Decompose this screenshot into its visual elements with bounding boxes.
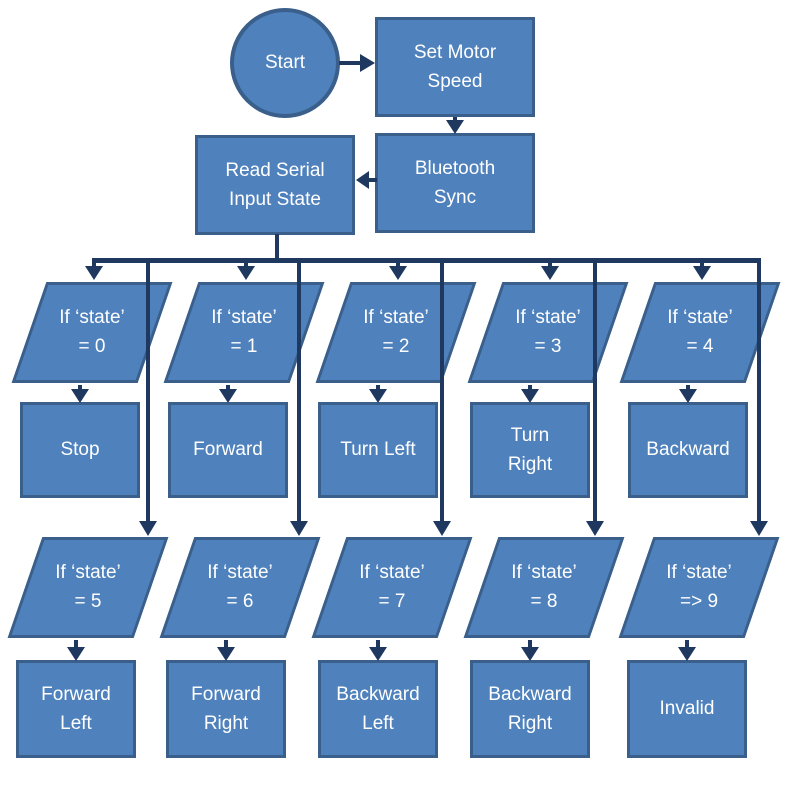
condition-state-3-label: If ‘state’ = 3 — [515, 307, 581, 358]
condition-state-2-label: If ‘state’ = 2 — [363, 307, 429, 358]
arrow-state-6-to-action — [224, 640, 228, 648]
arrow-state-0-to-action — [78, 385, 82, 391]
branch-line-state-6 — [297, 258, 301, 523]
condition-state-4-label: If ‘state’ = 4 — [667, 307, 733, 358]
bluetooth-sync-label: Bluetooth Sync — [414, 157, 496, 208]
action-forward-label: Forward — [193, 439, 263, 461]
start-node-label: Start — [264, 52, 306, 74]
condition-state-6-label: If ‘state’ = 6 — [207, 562, 273, 613]
action-backward-label: Backward — [646, 439, 730, 461]
drop-arrow-state-4-arrowhead — [693, 266, 711, 280]
action-forward: Forward — [168, 402, 288, 498]
branch-line-state-5 — [146, 258, 150, 523]
start-node: Start — [230, 8, 340, 118]
action-turn-left: Turn Left — [318, 402, 438, 498]
action-backward: Backward — [628, 402, 748, 498]
condition-state-9-label: If ‘state’ => 9 — [666, 562, 732, 613]
drop-arrow-state-1 — [244, 261, 248, 267]
action-backward-left: Backward Left — [318, 660, 438, 758]
action-turn-right: Turn Right — [470, 402, 590, 498]
action-turn-left-label: Turn Left — [340, 439, 416, 461]
drop-arrow-state-1-arrowhead — [237, 266, 255, 280]
arrow-state-2-to-action-arrowhead — [369, 389, 387, 403]
branch-bus-line — [92, 258, 761, 263]
arrow-state-7-to-action-arrowhead — [369, 647, 387, 661]
branch-line-state-6-arrowhead — [290, 521, 308, 536]
branch-line-state-9-arrowhead — [750, 521, 768, 536]
arrow-bluetooth-sync-to-read-serial — [368, 178, 377, 182]
condition-state-8: If ‘state’ = 8 — [463, 537, 625, 638]
arrow-bluetooth-sync-to-read-serial-arrowhead — [356, 171, 369, 189]
action-forward-left: Forward Left — [16, 660, 136, 758]
action-backward-left-label: Backward Left — [336, 683, 420, 734]
arrow-state-6-to-action-arrowhead — [217, 647, 235, 661]
arrow-state-0-to-action-arrowhead — [71, 389, 89, 403]
condition-state-9: If ‘state’ => 9 — [618, 537, 780, 638]
action-backward-right: Backward Right — [470, 660, 590, 758]
branch-line-state-7-arrowhead — [433, 521, 451, 536]
arrow-state-3-to-action — [528, 385, 532, 391]
action-stop-label: Stop — [60, 439, 100, 461]
drop-arrow-state-0 — [92, 261, 96, 267]
condition-state-2: If ‘state’ = 2 — [315, 282, 477, 383]
condition-state-0-label: If ‘state’ = 0 — [59, 307, 125, 358]
drop-arrow-state-2 — [396, 261, 400, 267]
condition-state-8-label: If ‘state’ = 8 — [511, 562, 577, 613]
action-forward-left-label: Forward Left — [41, 683, 111, 734]
action-forward-right: Forward Right — [166, 660, 286, 758]
arrow-start-to-set-motor-speed-arrowhead — [360, 54, 375, 72]
drop-arrow-state-4 — [700, 261, 704, 267]
arrow-state-1-to-action — [226, 385, 230, 391]
branch-line-state-5-arrowhead — [139, 521, 157, 536]
condition-state-7-label: If ‘state’ = 7 — [359, 562, 425, 613]
action-backward-right-label: Backward Right — [488, 683, 572, 734]
condition-state-6: If ‘state’ = 6 — [159, 537, 321, 638]
arrow-state-5-to-action — [74, 640, 78, 648]
action-forward-right-label: Forward Right — [191, 683, 261, 734]
drop-arrow-state-3-arrowhead — [541, 266, 559, 280]
branch-line-state-8-arrowhead — [586, 521, 604, 536]
condition-state-5: If ‘state’ = 5 — [7, 537, 169, 638]
condition-state-7: If ‘state’ = 7 — [311, 537, 473, 638]
condition-state-3: If ‘state’ = 3 — [467, 282, 629, 383]
arrow-state-2-to-action — [376, 385, 380, 391]
read-serial-input-label: Read Serial Input State — [225, 159, 325, 210]
read-serial-input-node: Read Serial Input State — [195, 135, 355, 235]
arrow-state-4-to-action-arrowhead — [679, 389, 697, 403]
set-motor-speed-node: Set Motor Speed — [375, 17, 535, 117]
arrow-set-motor-speed-to-bluetooth-sync-arrowhead — [446, 120, 464, 134]
branch-line-state-8 — [593, 258, 597, 523]
condition-state-5-label: If ‘state’ = 5 — [55, 562, 121, 613]
line-read-serial-to-branch-bus — [275, 234, 279, 260]
bluetooth-sync-node: Bluetooth Sync — [375, 133, 535, 233]
arrow-state-8-to-action — [528, 640, 532, 648]
arrow-state-7-to-action — [376, 640, 380, 648]
arrow-state-1-to-action-arrowhead — [219, 389, 237, 403]
action-turn-right-label: Turn Right — [507, 424, 553, 475]
arrow-state-9-to-action-arrowhead — [678, 647, 696, 661]
drop-arrow-state-2-arrowhead — [389, 266, 407, 280]
drop-arrow-state-0-arrowhead — [85, 266, 103, 280]
arrow-start-to-set-motor-speed — [339, 61, 363, 65]
condition-state-1-label: If ‘state’ = 1 — [211, 307, 277, 358]
action-invalid-label: Invalid — [659, 698, 715, 720]
arrow-state-4-to-action — [686, 385, 690, 391]
arrow-state-3-to-action-arrowhead — [521, 389, 539, 403]
set-motor-speed-label: Set Motor Speed — [413, 41, 497, 92]
drop-arrow-state-3 — [548, 261, 552, 267]
arrow-state-8-to-action-arrowhead — [521, 647, 539, 661]
branch-line-state-9 — [757, 258, 761, 523]
action-stop: Stop — [20, 402, 140, 498]
action-invalid: Invalid — [627, 660, 747, 758]
branch-line-state-7 — [440, 258, 444, 523]
arrow-state-9-to-action — [685, 640, 689, 648]
arrow-state-5-to-action-arrowhead — [67, 647, 85, 661]
